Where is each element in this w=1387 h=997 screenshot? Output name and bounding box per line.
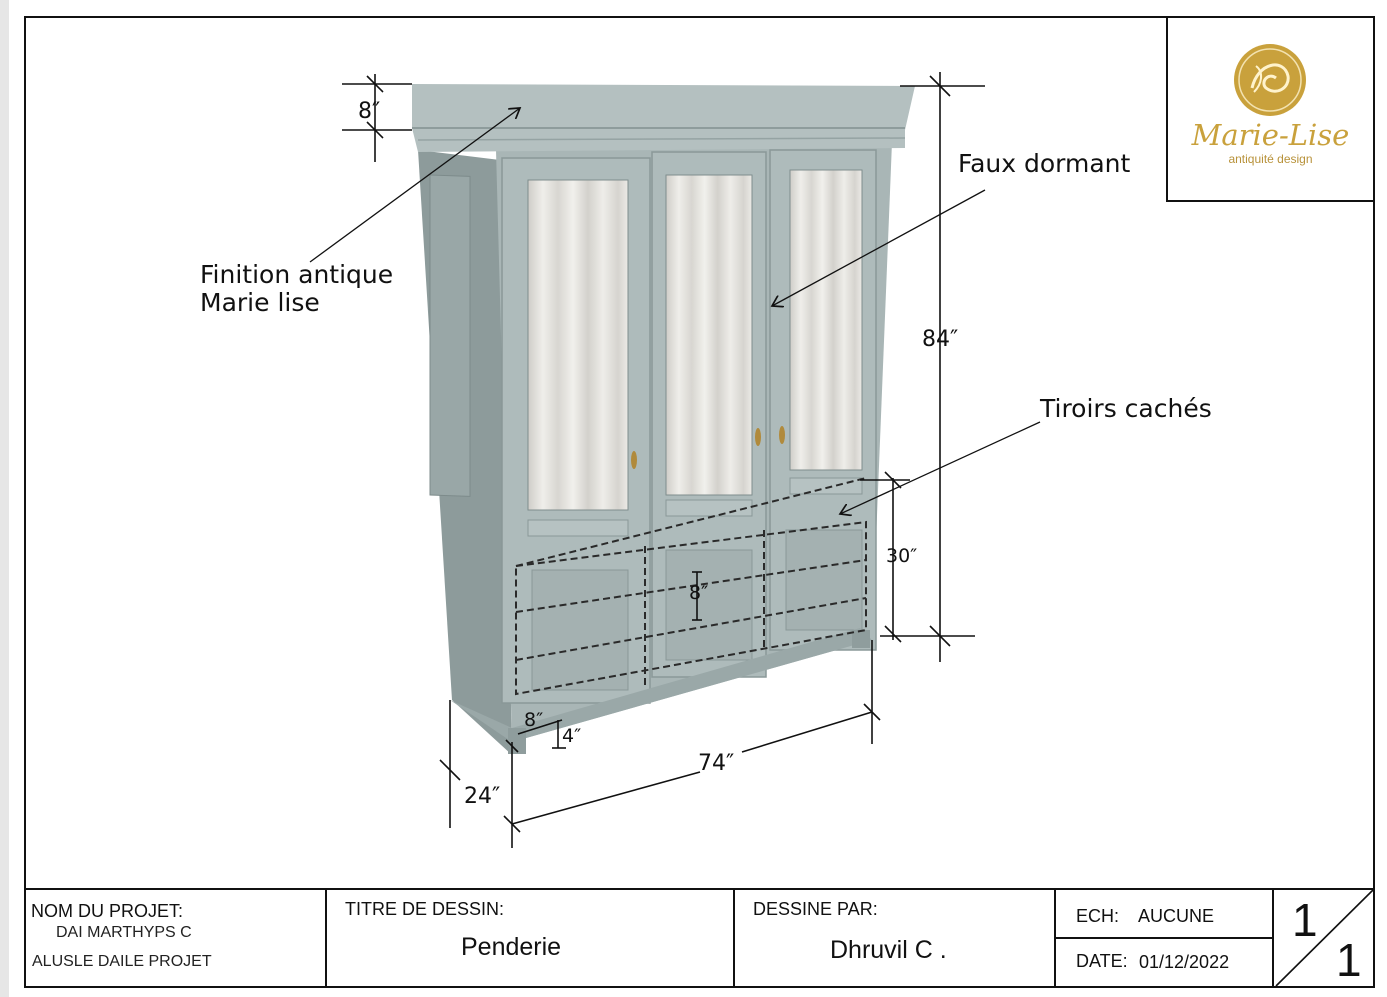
sheet-total: 1 bbox=[1336, 934, 1362, 986]
drawn-by-label: DESSINE PAR: bbox=[753, 899, 878, 919]
dim-cornice: 8″ bbox=[358, 99, 381, 124]
brand-emblem-icon bbox=[1234, 44, 1306, 116]
dim-foot-height: 4″ bbox=[562, 725, 582, 747]
sheet-slash bbox=[1275, 889, 1374, 987]
annotation-finish: Finition antique Marie lise bbox=[200, 260, 394, 317]
brand-tagline: antiquité design bbox=[1228, 152, 1313, 166]
scale-label: ECH: bbox=[1076, 906, 1120, 926]
door-handle-left bbox=[631, 451, 637, 469]
dim-depth: 24″ bbox=[464, 784, 501, 809]
date-label: DATE: bbox=[1076, 951, 1128, 971]
dim-foot-width: 8″ bbox=[524, 709, 544, 731]
title-block-divider bbox=[733, 888, 735, 988]
leader-arrows bbox=[309, 108, 1041, 514]
front-foot-right bbox=[852, 630, 870, 648]
project-value-line1: DAI MARTHYPS C bbox=[56, 924, 192, 941]
lower-panel-left bbox=[531, 569, 629, 691]
scale-value: AUCUNE bbox=[1138, 906, 1215, 926]
project-value-line2: ALUSLE DAILE PROJET bbox=[32, 953, 212, 970]
dim-drawer-height: 8″ bbox=[689, 582, 709, 604]
date-value: 01/12/2022 bbox=[1139, 952, 1230, 972]
logo-box: Marie-Lise antiquité design bbox=[1166, 16, 1375, 202]
dim-drawer-zone: 30″ bbox=[886, 545, 918, 567]
curtain-middle bbox=[665, 174, 753, 496]
door-handle-right bbox=[779, 426, 785, 444]
cornice bbox=[412, 84, 915, 152]
dim-height: 84″ bbox=[922, 327, 959, 352]
drawing-title: Penderie bbox=[461, 933, 562, 961]
lower-panel-middle bbox=[665, 549, 753, 661]
drawn-by: Dhruvil C . bbox=[830, 936, 947, 964]
drawing-sheet-border bbox=[24, 16, 1375, 988]
curtain-right bbox=[789, 169, 863, 471]
annotation-hidden-drawers: Tiroirs cachés bbox=[1040, 394, 1212, 423]
annotation-faux-dormant: Faux dormant bbox=[958, 149, 1131, 178]
scan-edge bbox=[0, 0, 9, 997]
curtain-left bbox=[527, 179, 629, 511]
leader-hidden-drawers bbox=[840, 421, 1041, 514]
title-block-divider bbox=[325, 888, 327, 988]
wardrobe-base bbox=[450, 628, 872, 742]
wardrobe bbox=[412, 84, 915, 755]
dimension-lines bbox=[342, 72, 985, 848]
dim-width: 74″ bbox=[698, 751, 735, 776]
title-block bbox=[24, 888, 1375, 988]
project-label: NOM DU PROJET: bbox=[31, 901, 184, 921]
leader-faux-dormant bbox=[772, 189, 986, 306]
side-panel-upper bbox=[429, 174, 471, 497]
sheet-number: 1 bbox=[1292, 894, 1318, 946]
brand-name: Marie-Lise bbox=[1191, 118, 1350, 152]
leader-finish bbox=[309, 108, 520, 263]
drawing-title-label: TITRE DE DESSIN: bbox=[345, 899, 505, 919]
lower-panel-right bbox=[785, 529, 863, 631]
hidden-drawers-outline bbox=[515, 477, 867, 696]
title-block-divider bbox=[1054, 937, 1274, 939]
door-handle-middle bbox=[755, 428, 761, 446]
